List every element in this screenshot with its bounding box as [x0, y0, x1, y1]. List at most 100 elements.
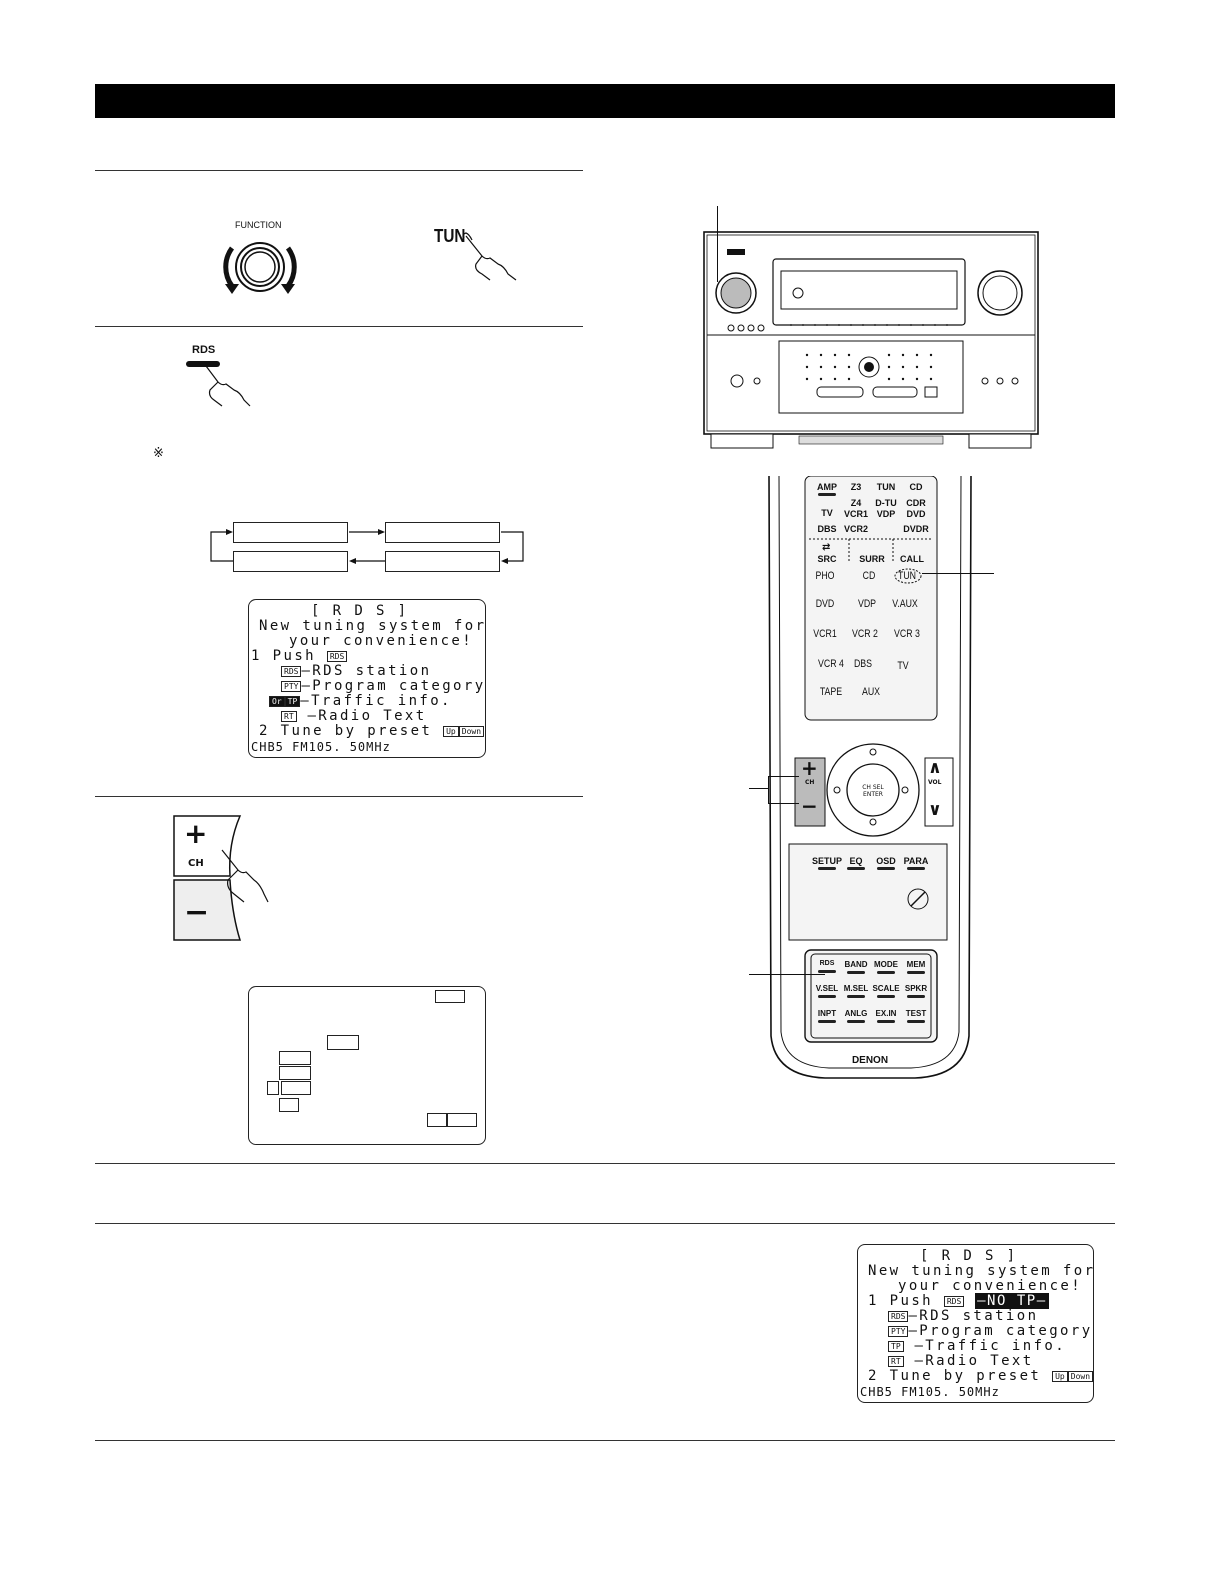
osd-tp-text: –Traffic info.: [300, 693, 452, 709]
msel-button[interactable]: M.SEL: [843, 984, 869, 993]
osd-down-box: [447, 1113, 477, 1127]
osd2-frequency: CHB5 FM105. 50MHz: [860, 1385, 1000, 1399]
mem-button[interactable]: MEM: [906, 960, 926, 969]
ch-key-bracket: [768, 776, 799, 804]
input-key-vcr4[interactable]: VCR 4: [818, 658, 844, 670]
osd2-push-line: 1 Push RDS –NO TP–: [868, 1293, 1049, 1309]
input-key-vdp[interactable]: VDP: [857, 598, 877, 610]
osd-push-box: [327, 1035, 359, 1050]
osd-pty-tag: PTY: [281, 680, 302, 692]
osd-rds-line: RDS–RDS station: [281, 664, 431, 679]
src-key-dbs[interactable]: DBS: [817, 524, 837, 534]
input-key-cd[interactable]: CD: [862, 570, 876, 582]
osd-push-text: 1 Push: [251, 648, 316, 664]
flow-box-2: [385, 522, 500, 543]
osd-indicator: [877, 867, 895, 870]
anlg-button[interactable]: ANLG: [844, 1009, 868, 1018]
ch-label: CH: [188, 858, 204, 869]
osd2-title: [ R D S ]: [920, 1248, 1018, 1264]
input-key-vcr2[interactable]: VCR 2: [852, 628, 878, 640]
osd2-pty-text: –Program category: [908, 1323, 1093, 1339]
osd2-rds-line: RDS–RDS station: [888, 1309, 1038, 1324]
call-mode-label[interactable]: CALL: [900, 554, 924, 564]
osd-pty-box: [279, 1066, 311, 1080]
input-key-pho[interactable]: PHO: [815, 570, 835, 582]
rds-label: RDS: [192, 344, 216, 356]
test-button[interactable]: TEST: [905, 1009, 927, 1018]
osd-button[interactable]: OSD: [876, 856, 896, 866]
input-key-dbs[interactable]: DBS: [853, 658, 873, 670]
src-key-dtu-vdp[interactable]: D-TU VDP: [875, 498, 897, 519]
receiver-dot-rows: [790, 324, 948, 381]
test-indicator: [907, 1020, 925, 1023]
src-key-z4-vcr1[interactable]: Z4 VCR1: [843, 498, 868, 519]
step-divider-2: [95, 326, 583, 327]
ch-down-button[interactable]: −: [801, 794, 818, 818]
receiver-knob-leader: [717, 206, 718, 282]
surr-mode-label[interactable]: SURR: [859, 554, 885, 564]
mode-button[interactable]: MODE: [874, 960, 898, 969]
inpt-button[interactable]: INPT: [817, 1009, 837, 1018]
osd-rt-text: –Radio Text: [296, 708, 427, 724]
spkr-button[interactable]: SPKR: [904, 984, 928, 993]
src-key-cd[interactable]: CD: [909, 482, 923, 492]
src-key-vcr2[interactable]: VCR2: [843, 524, 868, 534]
eq-button[interactable]: EQ: [849, 856, 863, 866]
remote-control: AMP Z3 TUN CD TV Z4 VCR1 D-TU VDP CDR DV…: [765, 476, 975, 1080]
ch-key-leader: [749, 788, 769, 789]
band-button[interactable]: BAND: [844, 960, 868, 969]
input-key-tun[interactable]: TUN: [897, 570, 917, 582]
src-key-z3[interactable]: Z3: [850, 482, 862, 492]
input-key-dvd[interactable]: DVD: [815, 598, 835, 610]
osd2-tp-tag: TP: [888, 1340, 904, 1352]
osd-blank-screen: [248, 986, 486, 1145]
osd2-down-tag: Down: [1067, 1370, 1094, 1382]
flow-box-3: [385, 551, 500, 572]
osd-tp-box: [281, 1081, 311, 1095]
osd-rds-tag: RDS: [326, 650, 348, 662]
src-key-amp[interactable]: AMP: [817, 482, 837, 492]
tun-button-illustration: TUN: [432, 226, 522, 286]
rds-indicator: [818, 970, 836, 973]
eq-indicator: [847, 867, 865, 870]
step-divider-1: [95, 170, 583, 171]
remote-ch-label: CH: [805, 779, 815, 786]
input-key-vcr1[interactable]: VCR1: [813, 628, 837, 640]
exin-indicator: [877, 1020, 895, 1023]
src-mode-label[interactable]: SRC: [817, 554, 837, 564]
scale-button[interactable]: SCALE: [872, 984, 900, 993]
src-key-tv[interactable]: TV: [821, 508, 833, 518]
osd2-rt-line: RT –Radio Text: [888, 1354, 1034, 1369]
scale-indicator: [877, 995, 895, 998]
vol-up-button[interactable]: ∧: [928, 758, 942, 778]
input-key-vaux[interactable]: V.AUX: [892, 598, 918, 610]
osd-no-tp-screen: [ R D S ] New tuning system for your con…: [857, 1244, 1094, 1403]
osd2-tp-text: –Traffic info.: [903, 1338, 1067, 1354]
src-key-tun[interactable]: TUN: [876, 482, 896, 492]
osd-rt-box: [279, 1098, 299, 1112]
function-label: FUNCTION: [235, 220, 282, 230]
osd-down-tag: Down: [458, 725, 485, 737]
enter-label-1: CH SEL: [862, 784, 884, 791]
rds-key-leader: [749, 974, 825, 975]
ch-up-button[interactable]: +: [801, 756, 818, 780]
para-button[interactable]: PARA: [903, 856, 929, 866]
exin-button[interactable]: EX.IN: [875, 1009, 897, 1018]
src-key-dvdr[interactable]: DVDR: [903, 524, 929, 534]
input-key-tape[interactable]: TAPE: [819, 686, 843, 698]
input-key-tv[interactable]: TV: [897, 660, 909, 672]
osd2-push-text: 1 Push: [868, 1293, 933, 1309]
osd2-tp-line: TP –Traffic info.: [888, 1339, 1066, 1354]
src-key-cdr-dvd[interactable]: CDR DVD: [906, 498, 926, 519]
setup-indicator: [818, 867, 836, 870]
setup-button[interactable]: SETUP: [811, 856, 842, 866]
vol-down-button[interactable]: ∨: [928, 800, 942, 820]
input-key-vcr3[interactable]: VCR 3: [894, 628, 920, 640]
vsel-button[interactable]: V.SEL: [815, 984, 839, 993]
rds-button[interactable]: RDS: [819, 960, 835, 967]
input-key-aux[interactable]: AUX: [861, 686, 881, 698]
osd-preset-text: 2 Tune by preset: [259, 723, 433, 739]
